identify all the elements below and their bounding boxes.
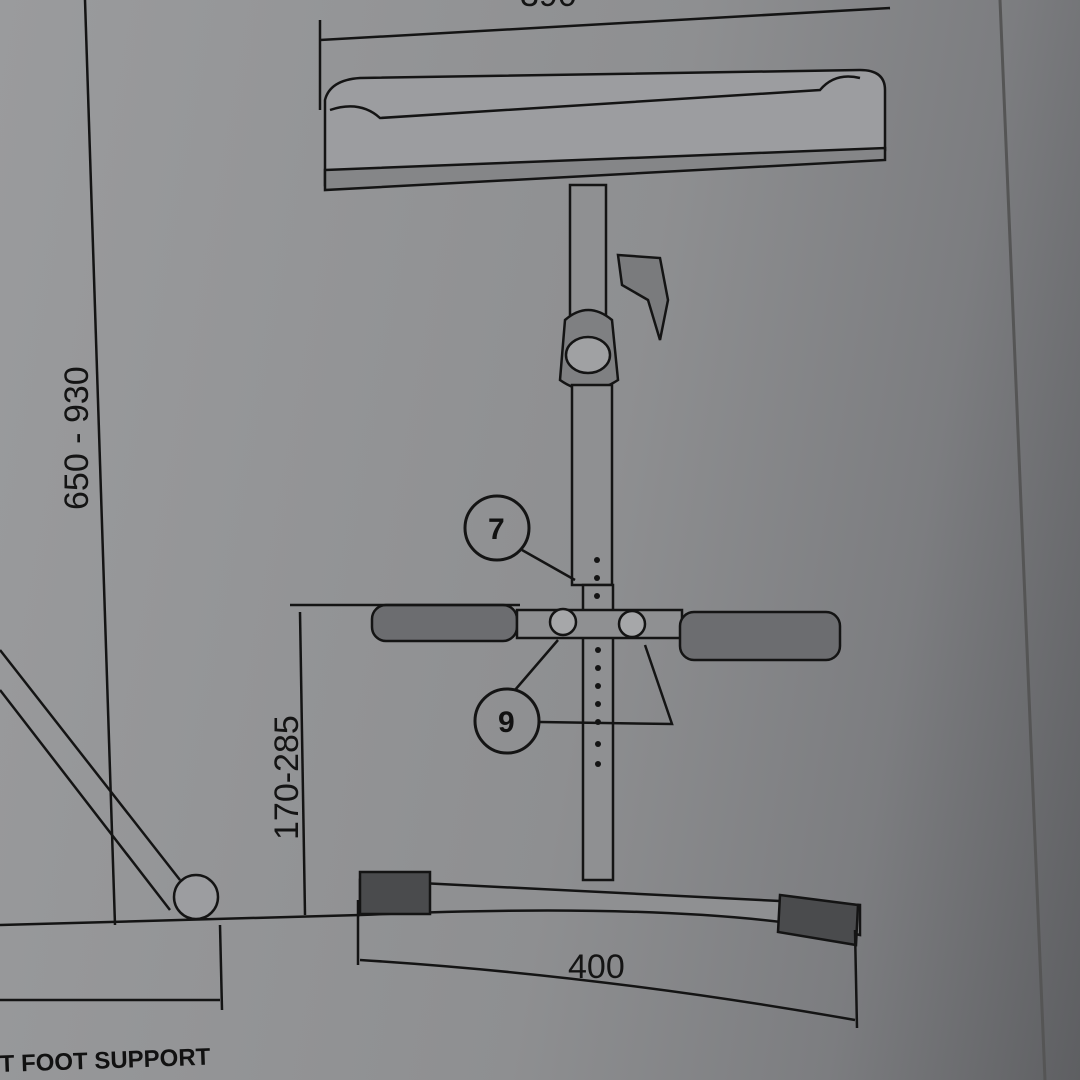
base-cap-right (776, 893, 860, 947)
km-logo-badge (564, 335, 612, 375)
total-height-label: 650 - 930 (58, 366, 96, 510)
knob-right (617, 609, 647, 639)
base-cap-left (358, 870, 432, 916)
foot-rest-grip-left (370, 603, 519, 643)
extension-line (218, 924, 224, 1011)
top-width-dimension-line (319, 6, 891, 42)
foot-rest-height-label: 170-285 (268, 715, 306, 840)
floor-line (0, 913, 361, 927)
middle-column (570, 383, 614, 587)
upper-column (568, 183, 608, 317)
foot-rest-bar (515, 608, 684, 640)
extension-line (853, 929, 859, 1029)
callout-7-label: 7 (488, 513, 505, 546)
caption: T FOOT SUPPORT (0, 1044, 211, 1078)
seat-base (323, 146, 887, 192)
callout-7-leader (521, 548, 576, 582)
foot-rest-dimension-line (298, 611, 307, 916)
callout-9-leaders (514, 639, 674, 726)
height-dimension-line (83, 0, 117, 926)
adjustment-holes (594, 557, 601, 767)
side-leg (0, 649, 181, 911)
page-edge (998, 0, 1047, 1080)
base-width-label: 400 (568, 948, 625, 986)
top-width-label: 390 (520, 0, 577, 14)
callout-7-circle (463, 494, 531, 562)
foot-rest-grip-right (678, 610, 842, 662)
knob-left (548, 607, 578, 637)
base-width-dimension-line (359, 958, 856, 1022)
locking-handle (616, 253, 670, 341)
callout-9-circle (473, 687, 541, 755)
seat-contour (329, 75, 861, 120)
callout-9-label: 9 (498, 706, 515, 739)
leg-end-cap (172, 873, 220, 921)
